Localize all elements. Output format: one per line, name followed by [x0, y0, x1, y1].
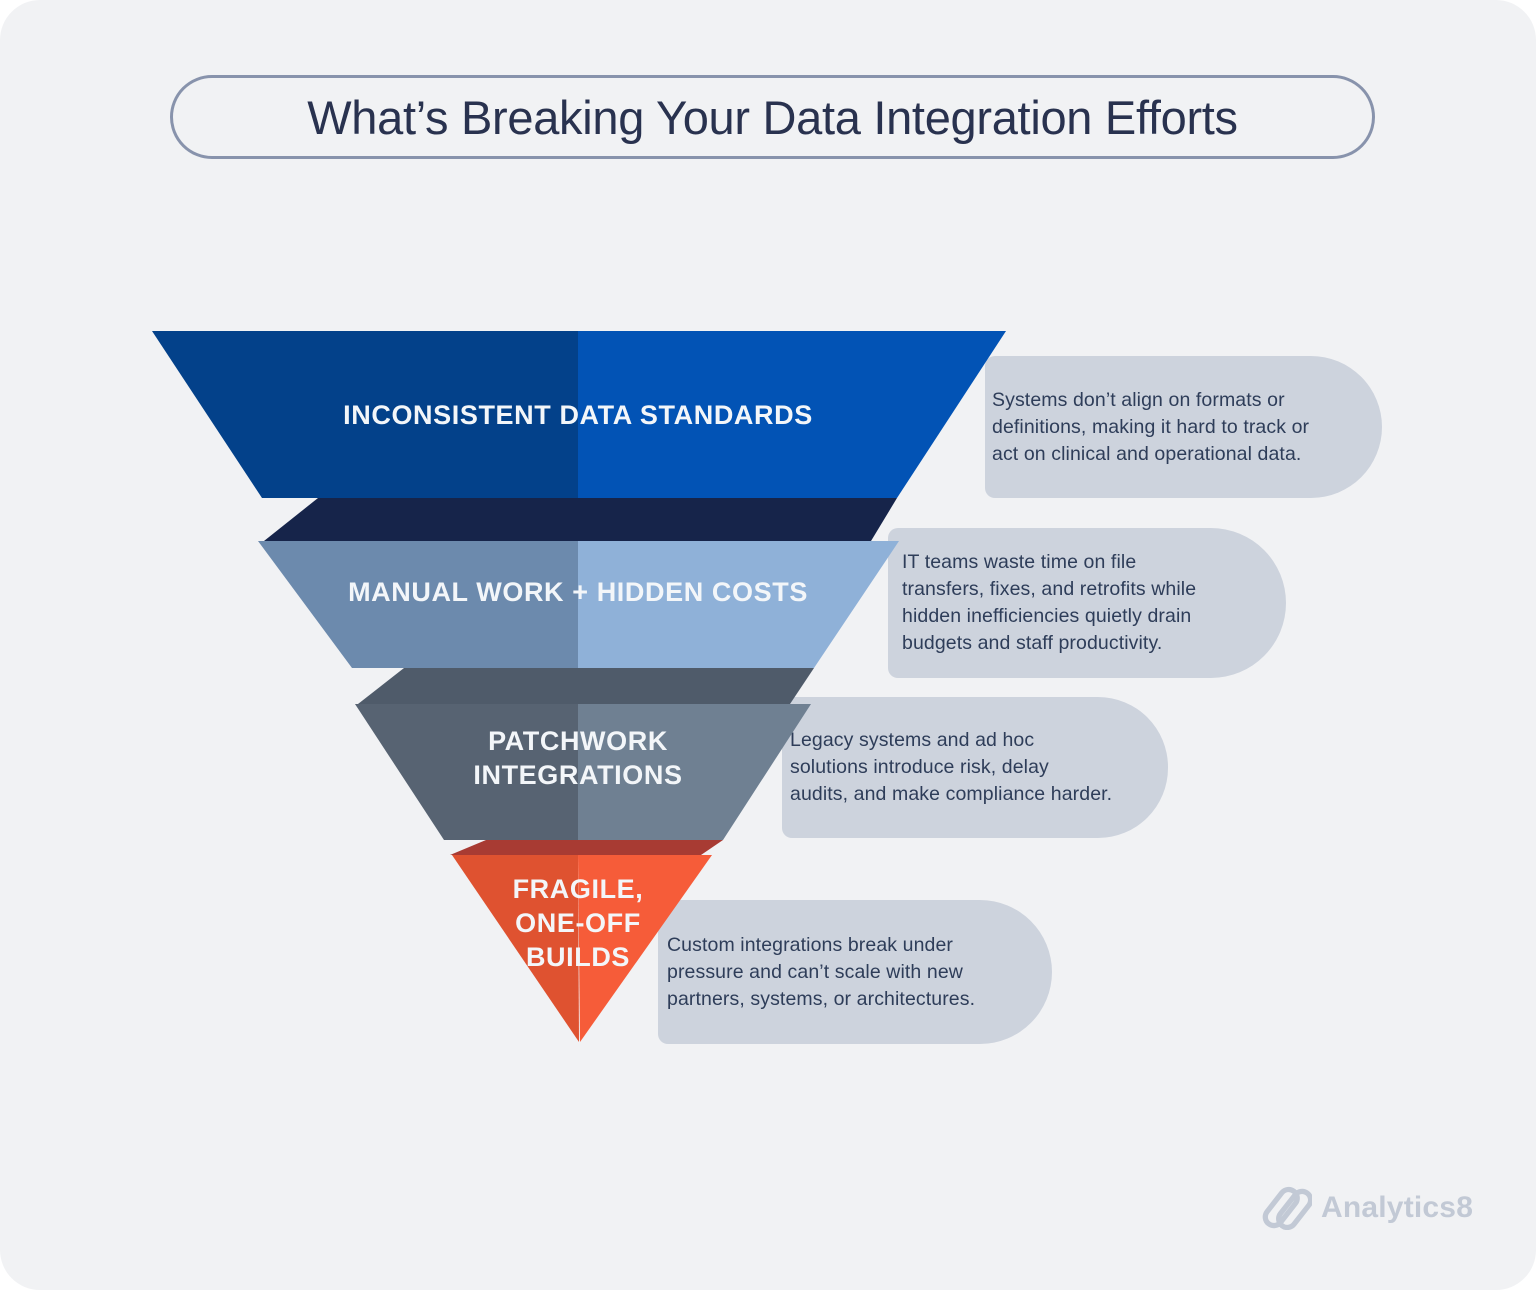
callout-tier-1: Systems don’t align on formats or defini…: [985, 356, 1382, 498]
callout-tier-4-text: Custom integrations break under pressure…: [667, 933, 976, 1010]
analytics8-logo-icon: [1262, 1186, 1312, 1230]
funnel-tier-4-label: FRAGILE, ONE-OFF BUILDS: [512, 874, 644, 972]
callout-tier-4: Custom integrations break under pressure…: [658, 900, 1052, 1044]
funnel-tier-3-label: PATCHWORK INTEGRATIONS: [473, 726, 683, 790]
callout-tier-3-text: Legacy systems and ad hoc solutions intr…: [790, 729, 1113, 805]
funnel-tier-1-shadow: [264, 498, 897, 541]
funnel-tier-2-label: MANUAL WORK + HIDDEN COSTS: [348, 577, 808, 607]
callout-tier-2-text: IT teams waste time on file transfers, f…: [902, 551, 1197, 654]
callout-tier-3: Legacy systems and ad hoc solutions intr…: [782, 697, 1168, 838]
logo: Analytics8: [1262, 1186, 1473, 1230]
funnel-tier-2-shadow: [358, 668, 814, 704]
callout-tier-2: IT teams waste time on file transfers, f…: [888, 528, 1286, 678]
title-pill: What’s Breaking Your Data Integration Ef…: [170, 75, 1375, 159]
funnel-tier-3-shadow: [450, 840, 723, 855]
funnel-tier-1-label: INCONSISTENT DATA STANDARDS: [343, 400, 813, 430]
logo-text: Analytics8: [1321, 1191, 1474, 1224]
callout-tier-1-text: Systems don’t align on formats or defini…: [992, 388, 1310, 465]
page-title: What’s Breaking Your Data Integration Ef…: [307, 90, 1238, 144]
